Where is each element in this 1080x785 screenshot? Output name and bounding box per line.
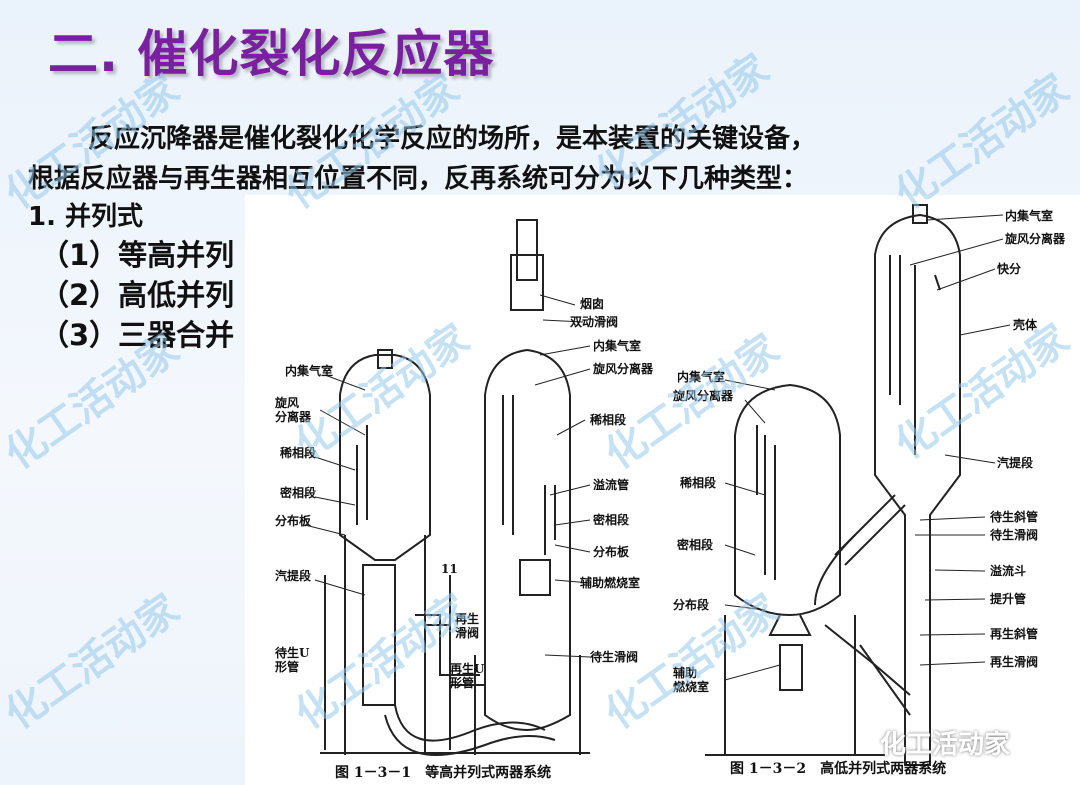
label-aux-burner: 辅助 <box>673 665 697 680</box>
label-regen-u: 再生U <box>450 661 485 676</box>
label-cyclone: 旋风分离器 <box>672 388 734 403</box>
label-riser: 提升管 <box>990 591 1026 606</box>
section-heading: 1. 并列式 <box>28 202 144 232</box>
brand-badge: 化工活动家 <box>880 730 1011 760</box>
list-item: （1）等高并列 <box>40 238 235 272</box>
label-regen-valve: 再生滑阀 <box>990 654 1038 669</box>
label-inner-chamber: 内集气室 <box>1005 208 1053 223</box>
label-regen-incline: 再生斜管 <box>990 626 1038 641</box>
label-spent-valve: 待生滑阀 <box>990 527 1038 542</box>
label-distributor: 分布段 <box>673 597 710 612</box>
label-u-tube: 待生U <box>275 645 310 660</box>
label-stripper: 汽提段 <box>275 568 312 583</box>
intro-line-2: 根据反应器与再生器相互位置不同，反再系统可分为以下几种类型： <box>28 164 809 194</box>
label-aux-burner: 辅助燃烧室 <box>580 575 640 590</box>
label-dilute-phase: 稀相段 <box>590 412 627 427</box>
label-u-tube: 形管 <box>275 659 299 674</box>
label-flue: 烟囱 <box>580 296 604 311</box>
label-cyclone: 分离器 <box>275 409 312 424</box>
label-quick-separator: 快分 <box>997 261 1021 276</box>
label-double-valve: 双动滑阀 <box>570 314 618 329</box>
label-distributor: 分布板 <box>275 513 312 528</box>
label-overflow-hopper: 溢流斗 <box>990 563 1026 578</box>
label-stripper: 汽提段 <box>997 455 1034 470</box>
label-cyclone: 旋风分离器 <box>1004 231 1066 246</box>
label-cyclone: 旋风 <box>274 395 299 410</box>
figure-equal-height: 内集气室 旋风 分离器 稀相段 密相段 分布板 汽提段 待生U 形管 11 再生… <box>245 195 665 785</box>
label-dilute-phase: 稀相段 <box>680 475 717 490</box>
label-regen-valve: 再生 <box>455 611 479 626</box>
label-inner-chamber: 内集气室 <box>593 338 641 353</box>
label-dilute-phase: 稀相段 <box>280 445 317 460</box>
list-item: （3）三器合并 <box>40 318 235 352</box>
label-spent-incline: 待生斜管 <box>990 509 1038 524</box>
label-inner-chamber: 内集气室 <box>285 363 333 378</box>
label-regen-valve: 滑阀 <box>455 625 479 640</box>
label-dense-phase: 密相段 <box>280 485 317 500</box>
label-shell: 壳体 <box>1012 317 1038 332</box>
page-title: 二. 催化裂化反应器 <box>48 25 495 83</box>
watermark: 化工活动家 <box>0 586 188 739</box>
label-overflow-pipe: 溢流管 <box>593 477 629 492</box>
figure-high-low: 内集气室 旋风分离器 快分 壳体 汽提段 待生斜管 待生滑阀 溢流斗 提升管 再… <box>665 195 1080 785</box>
figure-2-caption: 图 1－3－2 高低并列式两器系统 <box>730 760 946 777</box>
label-dense-phase: 密相段 <box>593 512 630 527</box>
label-cyclone: 旋风分离器 <box>592 361 654 376</box>
figure-1-caption: 图 1－3－1 等高并列式两器系统 <box>335 764 551 781</box>
list-item: （2）高低并列 <box>40 278 235 312</box>
figure-2-diagram: 内集气室 旋风分离器 快分 壳体 汽提段 待生斜管 待生滑阀 溢流斗 提升管 再… <box>672 204 1066 777</box>
intro-line-1: 反应沉降器是催化裂化化学反应的场所，是本装置的关键设备， <box>88 124 817 154</box>
label-aux-burner: 燃烧室 <box>673 679 709 694</box>
figure-1-diagram: 内集气室 旋风 分离器 稀相段 密相段 分布板 汽提段 待生U 形管 11 再生… <box>274 219 654 781</box>
label-spent-valve: 待生滑阀 <box>590 649 638 664</box>
label-regen-u: 形管 <box>450 675 474 690</box>
label-inner-chamber: 内集气室 <box>677 369 725 384</box>
label-distributor: 分布板 <box>593 544 630 559</box>
label-number: 11 <box>441 562 458 576</box>
label-dense-phase: 密相段 <box>677 537 714 552</box>
